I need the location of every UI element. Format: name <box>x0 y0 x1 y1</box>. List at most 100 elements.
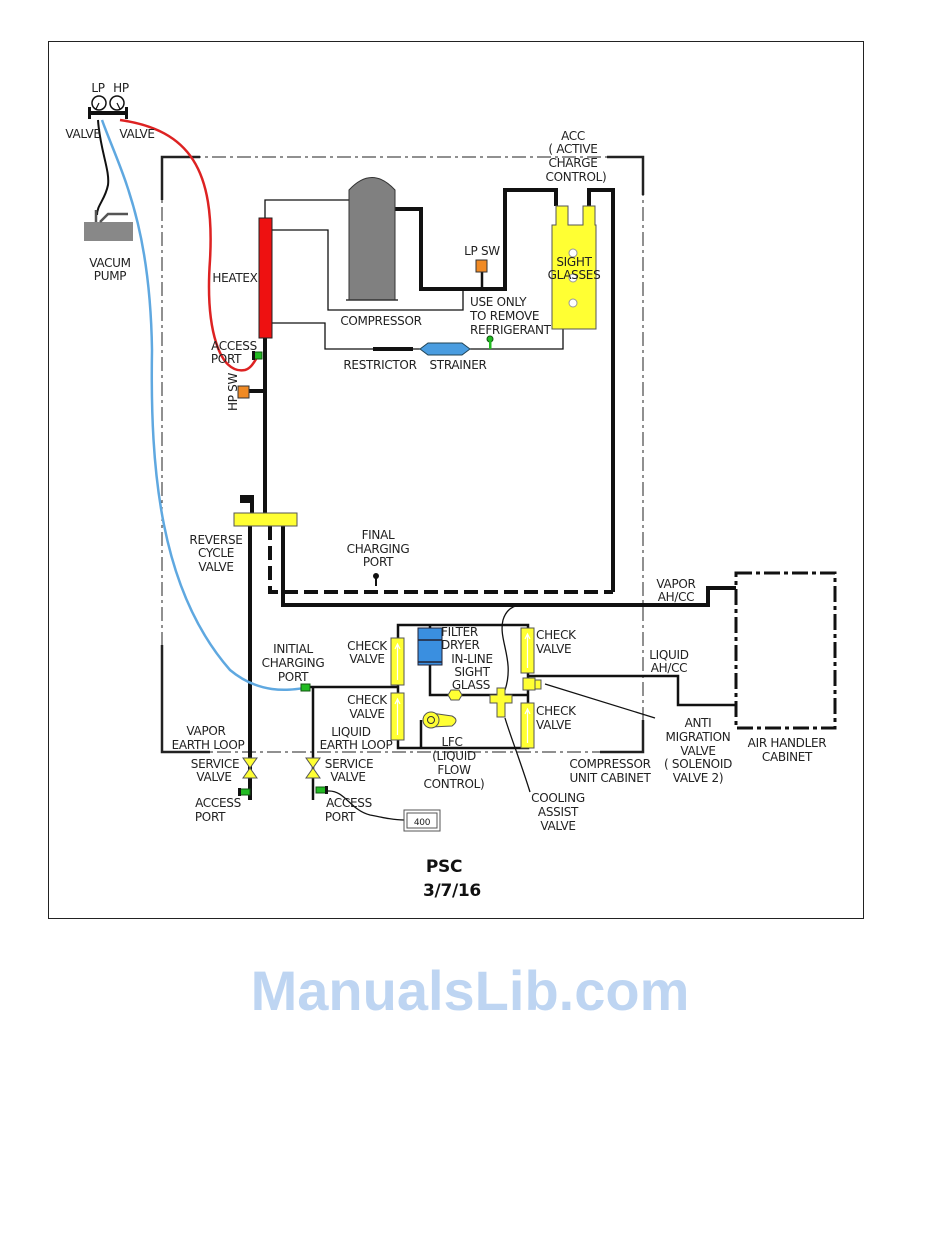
vapor-earth-loop-label: EARTH LOOP <box>172 738 245 752</box>
acc-label: CONTROL) <box>546 170 607 184</box>
compressor-unit-cabinet-label: COMPRESSOR <box>569 757 650 771</box>
check-valve-label: CHECK <box>347 693 388 707</box>
reverse-cycle-valve <box>233 512 298 527</box>
check-valve-label: CHECK <box>536 704 577 718</box>
initial-charging-port-label: PORT <box>278 670 309 684</box>
hp-valve-label: VALVE <box>119 127 154 141</box>
access-port-label: PORT <box>211 352 242 366</box>
liquid-flow-control <box>422 711 457 729</box>
labels: LP HP VALVE VALVE VACUM PUMP HEATEX COMP… <box>65 81 826 833</box>
check-valve-icon <box>520 702 535 749</box>
anti-migration-valve-label: VALVE <box>680 744 715 758</box>
gauge-reading-box: 400 <box>403 809 441 832</box>
hp-label: HP <box>113 81 129 95</box>
anti-migration-valve-label: ( SOLENOID <box>664 757 732 771</box>
vacuum-hose <box>96 119 110 216</box>
service-valve-label: VALVE <box>196 770 231 784</box>
gauge-manifold <box>88 95 128 119</box>
active-charge-control <box>551 205 597 330</box>
air-handler-cabinet-label: AIR HANDLER <box>748 736 827 750</box>
acc-label: ACC <box>561 129 585 143</box>
heat-exchanger <box>258 217 273 339</box>
anti-migration-valve-label: MIGRATION <box>666 730 731 744</box>
acc-label: CHARGE <box>548 156 597 170</box>
sight-glasses-label: GLASSES <box>548 268 601 282</box>
cooling-assist-valve-label: ASSIST <box>538 805 579 819</box>
diagram-date: 3/7/16 <box>423 881 481 901</box>
use-only-label: USE ONLY <box>470 295 527 309</box>
air-handler-cabinet-outline <box>734 571 837 730</box>
cooling-assist-valve-label: VALVE <box>540 819 575 833</box>
lp-switch <box>475 259 488 273</box>
filter-dryer-label: FILTER <box>441 625 478 639</box>
anti-migration-valve-label: ANTI <box>685 716 712 730</box>
lp-sw-label: LP SW <box>464 244 500 258</box>
reverse-cycle-valve-label: VALVE <box>198 560 233 574</box>
diagram-title: PSC <box>426 857 462 877</box>
compressor-unit-cabinet-label: UNIT CABINET <box>569 771 651 785</box>
filter-dryer-label: DRYER <box>441 638 480 652</box>
lfc-label: FLOW <box>437 763 471 777</box>
anti-migration-valve-label: VALVE 2) <box>673 771 724 785</box>
access-port-label: ACCESS <box>195 796 241 810</box>
sight-glass-icon <box>568 298 578 308</box>
inline-sight-glass-icon <box>447 689 463 701</box>
inline-sight-glass-label: IN-LINE <box>451 652 493 666</box>
liquid-ah-cc-label: LIQUID <box>649 648 688 662</box>
high-pressure-hose <box>119 118 260 372</box>
access-port-icon <box>238 788 251 796</box>
use-only-label: REFRIGERANT <box>470 323 552 337</box>
final-charging-port-label: CHARGING <box>347 542 410 556</box>
access-port-icon <box>315 786 328 794</box>
leader-line <box>544 683 656 719</box>
lfc-label: CONTROL) <box>424 777 485 791</box>
reverse-cycle-valve-label: REVERSE <box>189 533 242 547</box>
inline-sight-glass-label: SIGHT <box>454 665 490 679</box>
final-charging-port-icon <box>373 573 379 586</box>
access-port-label: PORT <box>325 810 356 824</box>
initial-charging-port-label: CHARGING <box>262 656 325 670</box>
compressor-label: COMPRESSOR <box>340 314 421 328</box>
check-valve-label: VALVE <box>349 707 384 721</box>
lfc-label: LFC <box>441 735 462 749</box>
acc-label: ( ACTIVE <box>548 142 597 156</box>
restrictor-label: RESTRICTOR <box>343 358 416 372</box>
sight-glasses-label: SIGHT <box>556 255 592 269</box>
check-valve-label: VALVE <box>536 642 571 656</box>
watermark: ManualsLib.com <box>251 959 690 1022</box>
final-charging-port-label: PORT <box>363 555 394 569</box>
air-handler-cabinet-label: CABINET <box>762 750 813 764</box>
refrigerant-piping <box>248 188 736 800</box>
hp-switch <box>237 385 250 399</box>
gauge-reading-value: 400 <box>414 818 431 828</box>
lfc-label: (LIQUID <box>432 749 476 763</box>
reverse-cycle-valve-label: CYCLE <box>198 546 234 560</box>
compressor-unit-cabinet-outline <box>160 155 645 754</box>
hp-sw-label: HP SW <box>226 373 240 411</box>
strainer <box>419 342 471 356</box>
access-port-icon <box>252 351 263 360</box>
heatex-label: HEATEX <box>212 271 257 285</box>
service-valve-vapor-icon <box>242 757 258 779</box>
check-valve-icon <box>390 692 405 741</box>
check-valve-icon <box>390 637 405 686</box>
access-port-label: ACCESS <box>211 339 257 353</box>
access-port-icon <box>486 335 494 349</box>
vacuum-pump-icon <box>84 210 133 241</box>
sight-glass-icon <box>568 248 578 258</box>
check-valve-label: CHECK <box>536 628 577 642</box>
check-valve-label: CHECK <box>347 639 388 653</box>
service-valve-label: VALVE <box>330 770 365 784</box>
check-valve-label: VALVE <box>349 652 384 666</box>
vacuum-pump-label: VACUM <box>89 256 130 270</box>
use-only-label: TO REMOVE <box>469 309 539 323</box>
liquid-earth-loop-label: EARTH LOOP <box>320 738 393 752</box>
cooling-assist-valve <box>489 687 513 718</box>
vacuum-pump-label: PUMP <box>94 269 126 283</box>
low-pressure-hose <box>100 119 306 691</box>
liquid-ah-cc-label: AH/CC <box>651 661 688 675</box>
vapor-ah-cc-label: VAPOR <box>656 577 695 591</box>
service-valve-label: SERVICE <box>325 757 374 771</box>
compressor <box>348 177 396 301</box>
